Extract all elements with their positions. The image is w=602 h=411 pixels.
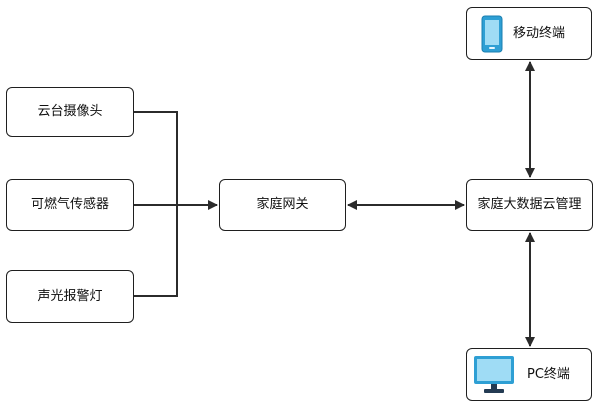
mobile-terminal-node: 移动终端 <box>466 7 592 60</box>
monitor-icon <box>474 355 514 393</box>
camera-label: 云台摄像头 <box>37 104 103 119</box>
cloud-label: 家庭大数据云管理 <box>477 197 582 212</box>
wire-alarm-to-merge <box>134 205 178 297</box>
mobile-phone-icon <box>481 15 503 52</box>
alarm-light-node: 声光报警灯 <box>6 270 134 323</box>
camera-node: 云台摄像头 <box>6 87 134 137</box>
cloud-management-node: 家庭大数据云管理 <box>466 179 593 231</box>
gateway-label: 家庭网关 <box>256 197 309 212</box>
pc-terminal-node: PC终端 <box>466 348 592 401</box>
gas-sensor-label: 可燃气传感器 <box>30 197 109 212</box>
pc-terminal-label: PC终端 <box>527 366 570 382</box>
gateway-node: 家庭网关 <box>219 179 346 231</box>
alarm-light-label: 声光报警灯 <box>37 288 103 304</box>
gas-sensor-node: 可燃气传感器 <box>6 179 134 231</box>
mobile-terminal-label: 移动终端 <box>513 25 566 41</box>
wire-camera-to-merge <box>134 111 178 205</box>
